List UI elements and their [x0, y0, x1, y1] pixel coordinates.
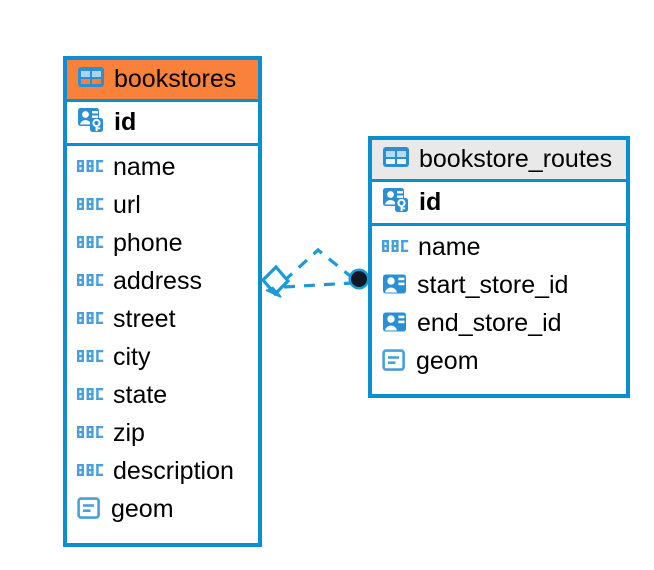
field-row-name[interactable]: name — [77, 149, 248, 187]
field-label: name — [113, 153, 176, 182]
entity-bookstores[interactable]: bookstores id — [63, 56, 262, 547]
field-label: phone — [113, 229, 183, 258]
field-label: zip — [113, 419, 145, 448]
filled-circle-marker — [348, 268, 370, 290]
table-icon — [77, 65, 105, 94]
geometry-icon — [382, 348, 407, 377]
field-label: geom — [111, 495, 174, 524]
field-list-bookstore-routes: name start_store_id — [372, 226, 626, 387]
field-row-primary-key[interactable]: id — [372, 182, 626, 226]
field-row-geom[interactable]: geom — [77, 491, 248, 529]
entity-header-bookstore-routes[interactable]: bookstore_routes — [372, 140, 626, 182]
abc-text-icon — [77, 196, 104, 217]
abc-text-icon — [77, 386, 104, 407]
field-label: address — [113, 267, 202, 296]
field-row-street[interactable]: street — [77, 301, 248, 339]
primary-key-icon — [77, 107, 105, 138]
field-label: name — [418, 233, 481, 262]
abc-text-icon — [77, 348, 104, 369]
field-row-phone[interactable]: phone — [77, 225, 248, 263]
field-row-start-store-id[interactable]: start_store_id — [382, 267, 616, 305]
abc-text-icon — [77, 272, 104, 293]
field-row-primary-key[interactable]: id — [67, 102, 258, 146]
abc-text-icon — [77, 424, 104, 445]
field-label: id — [419, 187, 442, 216]
field-row-state[interactable]: state — [77, 377, 248, 415]
field-row-city[interactable]: city — [77, 339, 248, 377]
field-label: url — [113, 191, 141, 220]
field-row-end-store-id[interactable]: end_store_id — [382, 305, 616, 343]
abc-text-icon — [77, 462, 104, 483]
field-label: id — [114, 107, 137, 136]
entity-title: bookstores — [114, 65, 237, 94]
abc-text-icon — [77, 310, 104, 331]
field-label: street — [113, 305, 176, 334]
primary-key-icon — [382, 187, 410, 218]
foreign-key-icon — [382, 311, 408, 338]
field-row-geom[interactable]: geom — [382, 343, 616, 381]
entity-title: bookstore_routes — [419, 145, 613, 174]
field-row-address[interactable]: address — [77, 263, 248, 301]
table-icon — [382, 145, 410, 174]
field-label: geom — [416, 347, 479, 376]
abc-text-icon — [77, 234, 104, 255]
field-list-bookstores: name — [67, 146, 258, 535]
field-row-description[interactable]: description — [77, 453, 248, 491]
foreign-key-icon — [382, 273, 408, 300]
entity-header-bookstores[interactable]: bookstores — [67, 60, 258, 102]
field-row-name[interactable]: name — [382, 229, 616, 267]
field-label: end_store_id — [417, 309, 562, 338]
field-label: description — [113, 457, 234, 486]
geometry-icon — [77, 496, 102, 525]
diamond-marker — [260, 264, 291, 298]
field-label: start_store_id — [417, 271, 569, 300]
entity-bookstore-routes[interactable]: bookstore_routes id — [368, 136, 630, 398]
abc-text-icon — [382, 238, 409, 259]
field-label: state — [113, 381, 168, 410]
abc-text-icon — [77, 158, 104, 179]
field-row-url[interactable]: url — [77, 187, 248, 225]
field-row-zip[interactable]: zip — [77, 415, 248, 453]
field-label: city — [113, 343, 151, 372]
